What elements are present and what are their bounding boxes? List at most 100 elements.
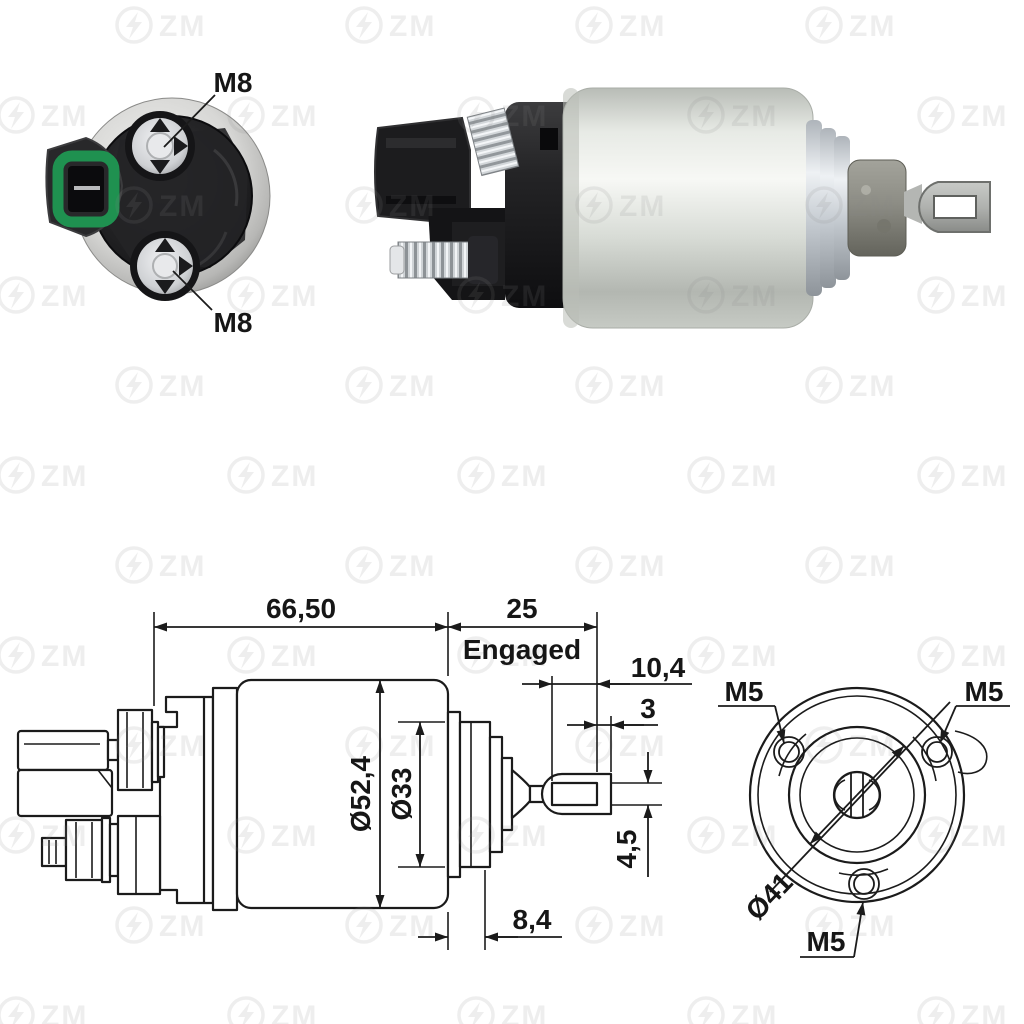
zm-watermark: ZM [687, 996, 778, 1024]
svg-text:ZM: ZM [41, 640, 88, 673]
svg-text:ZM: ZM [619, 370, 666, 403]
svg-text:ZM: ZM [271, 640, 318, 673]
rear-photo [45, 97, 271, 301]
label-terminal-bottom: M8 [214, 307, 253, 338]
svg-text:ZM: ZM [849, 190, 896, 223]
svg-text:ZM: ZM [271, 460, 318, 493]
svg-text:ZM: ZM [731, 100, 778, 133]
label-m5-top-right: M5 [965, 676, 1004, 707]
zm-watermark: ZM [805, 366, 896, 404]
zm-watermark: ZM [457, 996, 548, 1024]
dim-fork-hole-length: 10,4 [631, 652, 686, 683]
svg-text:ZM: ZM [849, 370, 896, 403]
front-drawing [748, 686, 988, 904]
dim-plunger-travel: 25 [506, 593, 537, 624]
label-engaged: Engaged [463, 634, 581, 665]
svg-text:ZM: ZM [731, 640, 778, 673]
zm-watermark: ZM [345, 366, 434, 404]
zm-watermark: ZM [917, 96, 1008, 134]
zm-watermark: ZM [227, 276, 318, 314]
zm-watermark: ZM [345, 906, 436, 944]
zm-watermark: ZM [917, 636, 1006, 674]
zm-watermark: ZM [0, 996, 86, 1024]
zm-watermark: ZM [115, 726, 206, 764]
svg-text:ZM: ZM [849, 10, 896, 43]
svg-text:ZM: ZM [501, 460, 548, 493]
svg-text:ZM: ZM [961, 820, 1008, 853]
svg-text:ZM: ZM [159, 910, 206, 943]
dim-fork-hole-height: 4,5 [611, 830, 642, 869]
zm-watermark: ZM [575, 186, 666, 224]
zm-watermark: ZM [687, 96, 778, 134]
zm-watermark: ZM [805, 726, 894, 764]
m5-hole-top-left [773, 736, 805, 768]
dim-front-step: 8,4 [513, 904, 552, 935]
label-m5-top-left: M5 [725, 676, 764, 707]
svg-text:ZM: ZM [731, 1000, 778, 1024]
svg-text:ZM: ZM [619, 10, 666, 43]
zm-watermark: ZM [115, 6, 206, 44]
zm-watermark: ZM [0, 96, 86, 134]
zm-watermark: ZM [345, 726, 434, 764]
dim-overall-length: 66,50 [266, 593, 336, 624]
svg-text:ZM: ZM [731, 280, 778, 313]
svg-text:ZM: ZM [961, 100, 1008, 133]
dim-front-diameter: Ø33 [386, 768, 417, 821]
side-drawing [16, 678, 613, 912]
zm-watermark: ZM [345, 186, 434, 224]
zm-watermark: ZM [457, 636, 546, 674]
svg-text:ZM: ZM [501, 1000, 548, 1024]
svg-text:ZM: ZM [159, 10, 206, 43]
zm-watermark: ZM [687, 636, 778, 674]
svg-text:ZM: ZM [389, 910, 436, 943]
zm-watermark: ZM [575, 6, 666, 44]
zm-watermark: ZM [457, 456, 548, 494]
zm-watermark: ZM [227, 96, 318, 134]
zm-watermark: ZM [917, 816, 1008, 854]
svg-text:ZM: ZM [849, 910, 896, 943]
svg-text:ZM: ZM [731, 460, 778, 493]
svg-text:ZM: ZM [159, 550, 206, 583]
svg-text:ZM: ZM [389, 550, 436, 583]
svg-text:ZM: ZM [41, 460, 88, 493]
svg-text:ZM: ZM [619, 910, 666, 943]
zm-watermark: ZM [917, 276, 1006, 314]
svg-text:ZM: ZM [271, 280, 318, 313]
svg-text:ZM: ZM [271, 1000, 318, 1024]
dim-fork-tip: 3 [640, 693, 656, 724]
zm-watermark: ZM [575, 906, 666, 944]
zm-watermark: ZM [575, 726, 666, 764]
watermark-layer: ZM ZM ZM ZM ZM ZM ZM ZM ZM ZM ZM ZM ZM ZM ZM ZM ZM ZM ZM ZM… [0, 6, 1008, 1024]
zm-watermark: ZM [227, 456, 318, 494]
svg-text:ZM: ZM [271, 100, 318, 133]
zm-watermark: ZM [115, 366, 206, 404]
svg-text:ZM: ZM [159, 370, 206, 403]
zm-watermark: ZM [457, 276, 548, 314]
zm-watermark: ZM [917, 996, 1008, 1024]
zm-watermark: ZM [345, 6, 436, 44]
zm-watermark: ZM [805, 186, 896, 224]
zm-watermark: ZM [805, 546, 894, 584]
svg-text:ZM: ZM [501, 280, 548, 313]
svg-text:ZM: ZM [619, 190, 666, 223]
zm-watermark: ZM [227, 996, 318, 1024]
connector-green-seal [52, 150, 120, 228]
rear-terminal-bottom [130, 231, 200, 301]
svg-text:ZM: ZM [159, 730, 206, 763]
zm-watermark: ZM [227, 816, 316, 854]
svg-text:ZM: ZM [619, 730, 666, 763]
svg-text:ZM: ZM [619, 550, 666, 583]
zm-watermark: ZM [805, 6, 896, 44]
zm-watermark: ZM [0, 456, 88, 494]
svg-text:ZM: ZM [501, 100, 548, 133]
zm-watermark: ZM [115, 186, 204, 224]
zm-watermark: ZM [0, 816, 86, 854]
svg-text:ZM: ZM [389, 10, 436, 43]
svg-text:ZM: ZM [961, 1000, 1008, 1024]
rear-connector [45, 136, 124, 238]
svg-text:ZM: ZM [731, 820, 778, 853]
zm-watermark: ZM [345, 546, 436, 584]
svg-text:ZM: ZM [501, 820, 548, 853]
